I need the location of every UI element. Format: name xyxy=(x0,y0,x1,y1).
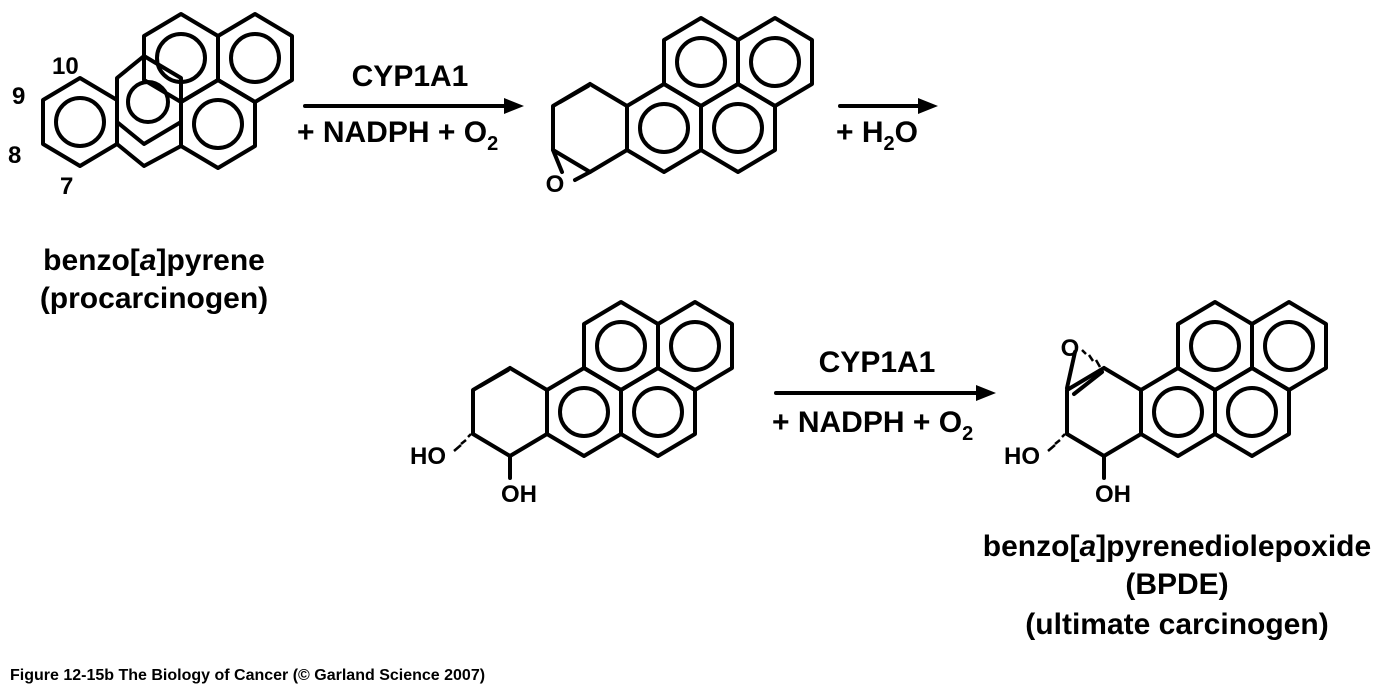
position-label-8: 8 xyxy=(8,142,21,169)
reaction-arrow-3 xyxy=(774,385,996,401)
reaction-arrow-2 xyxy=(838,98,938,114)
step2-reagent: + H2O xyxy=(836,116,918,155)
epoxide-oxygen: O xyxy=(546,171,565,198)
bpde-hashed-ho-bond xyxy=(1047,433,1066,452)
diol-oh-label: OH xyxy=(501,481,537,508)
bpde-abbreviation: (BPDE) xyxy=(1125,568,1228,601)
bpde-hashed-epoxide-bond xyxy=(1081,349,1102,368)
bpde-structure xyxy=(1047,300,1328,480)
benzopyrene-name: benzo[a]pyrene xyxy=(43,244,265,277)
step1-enzyme: CYP1A1 xyxy=(352,60,469,93)
benzopyrene-structure xyxy=(41,12,294,170)
figure-caption: Figure 12-15b The Biology of Cancer (© G… xyxy=(10,667,485,684)
step3-enzyme: CYP1A1 xyxy=(819,346,936,379)
epoxide-structure xyxy=(551,16,814,182)
diol-ho-label: HO xyxy=(410,443,446,470)
bpde-name: benzo[a]pyrenediolepoxide xyxy=(983,530,1371,563)
diol-structure xyxy=(453,300,734,480)
reaction-arrow-1 xyxy=(303,98,524,114)
step3-cofactors: + NADPH + O2 xyxy=(772,406,973,445)
bpde-oh-label: OH xyxy=(1095,481,1131,508)
bpde-oxygen: O xyxy=(1061,335,1080,362)
bpde-descriptor: (ultimate carcinogen) xyxy=(1025,608,1328,641)
position-label-9: 9 xyxy=(12,83,25,110)
bpde-ho-label: HO xyxy=(1004,443,1040,470)
diol-hashed-bond xyxy=(453,433,472,452)
position-label-10: 10 xyxy=(52,53,79,80)
position-label-7: 7 xyxy=(60,173,73,200)
benzopyrene-descriptor: (procarcinogen) xyxy=(40,282,268,315)
step1-cofactors: + NADPH + O2 xyxy=(297,116,498,155)
